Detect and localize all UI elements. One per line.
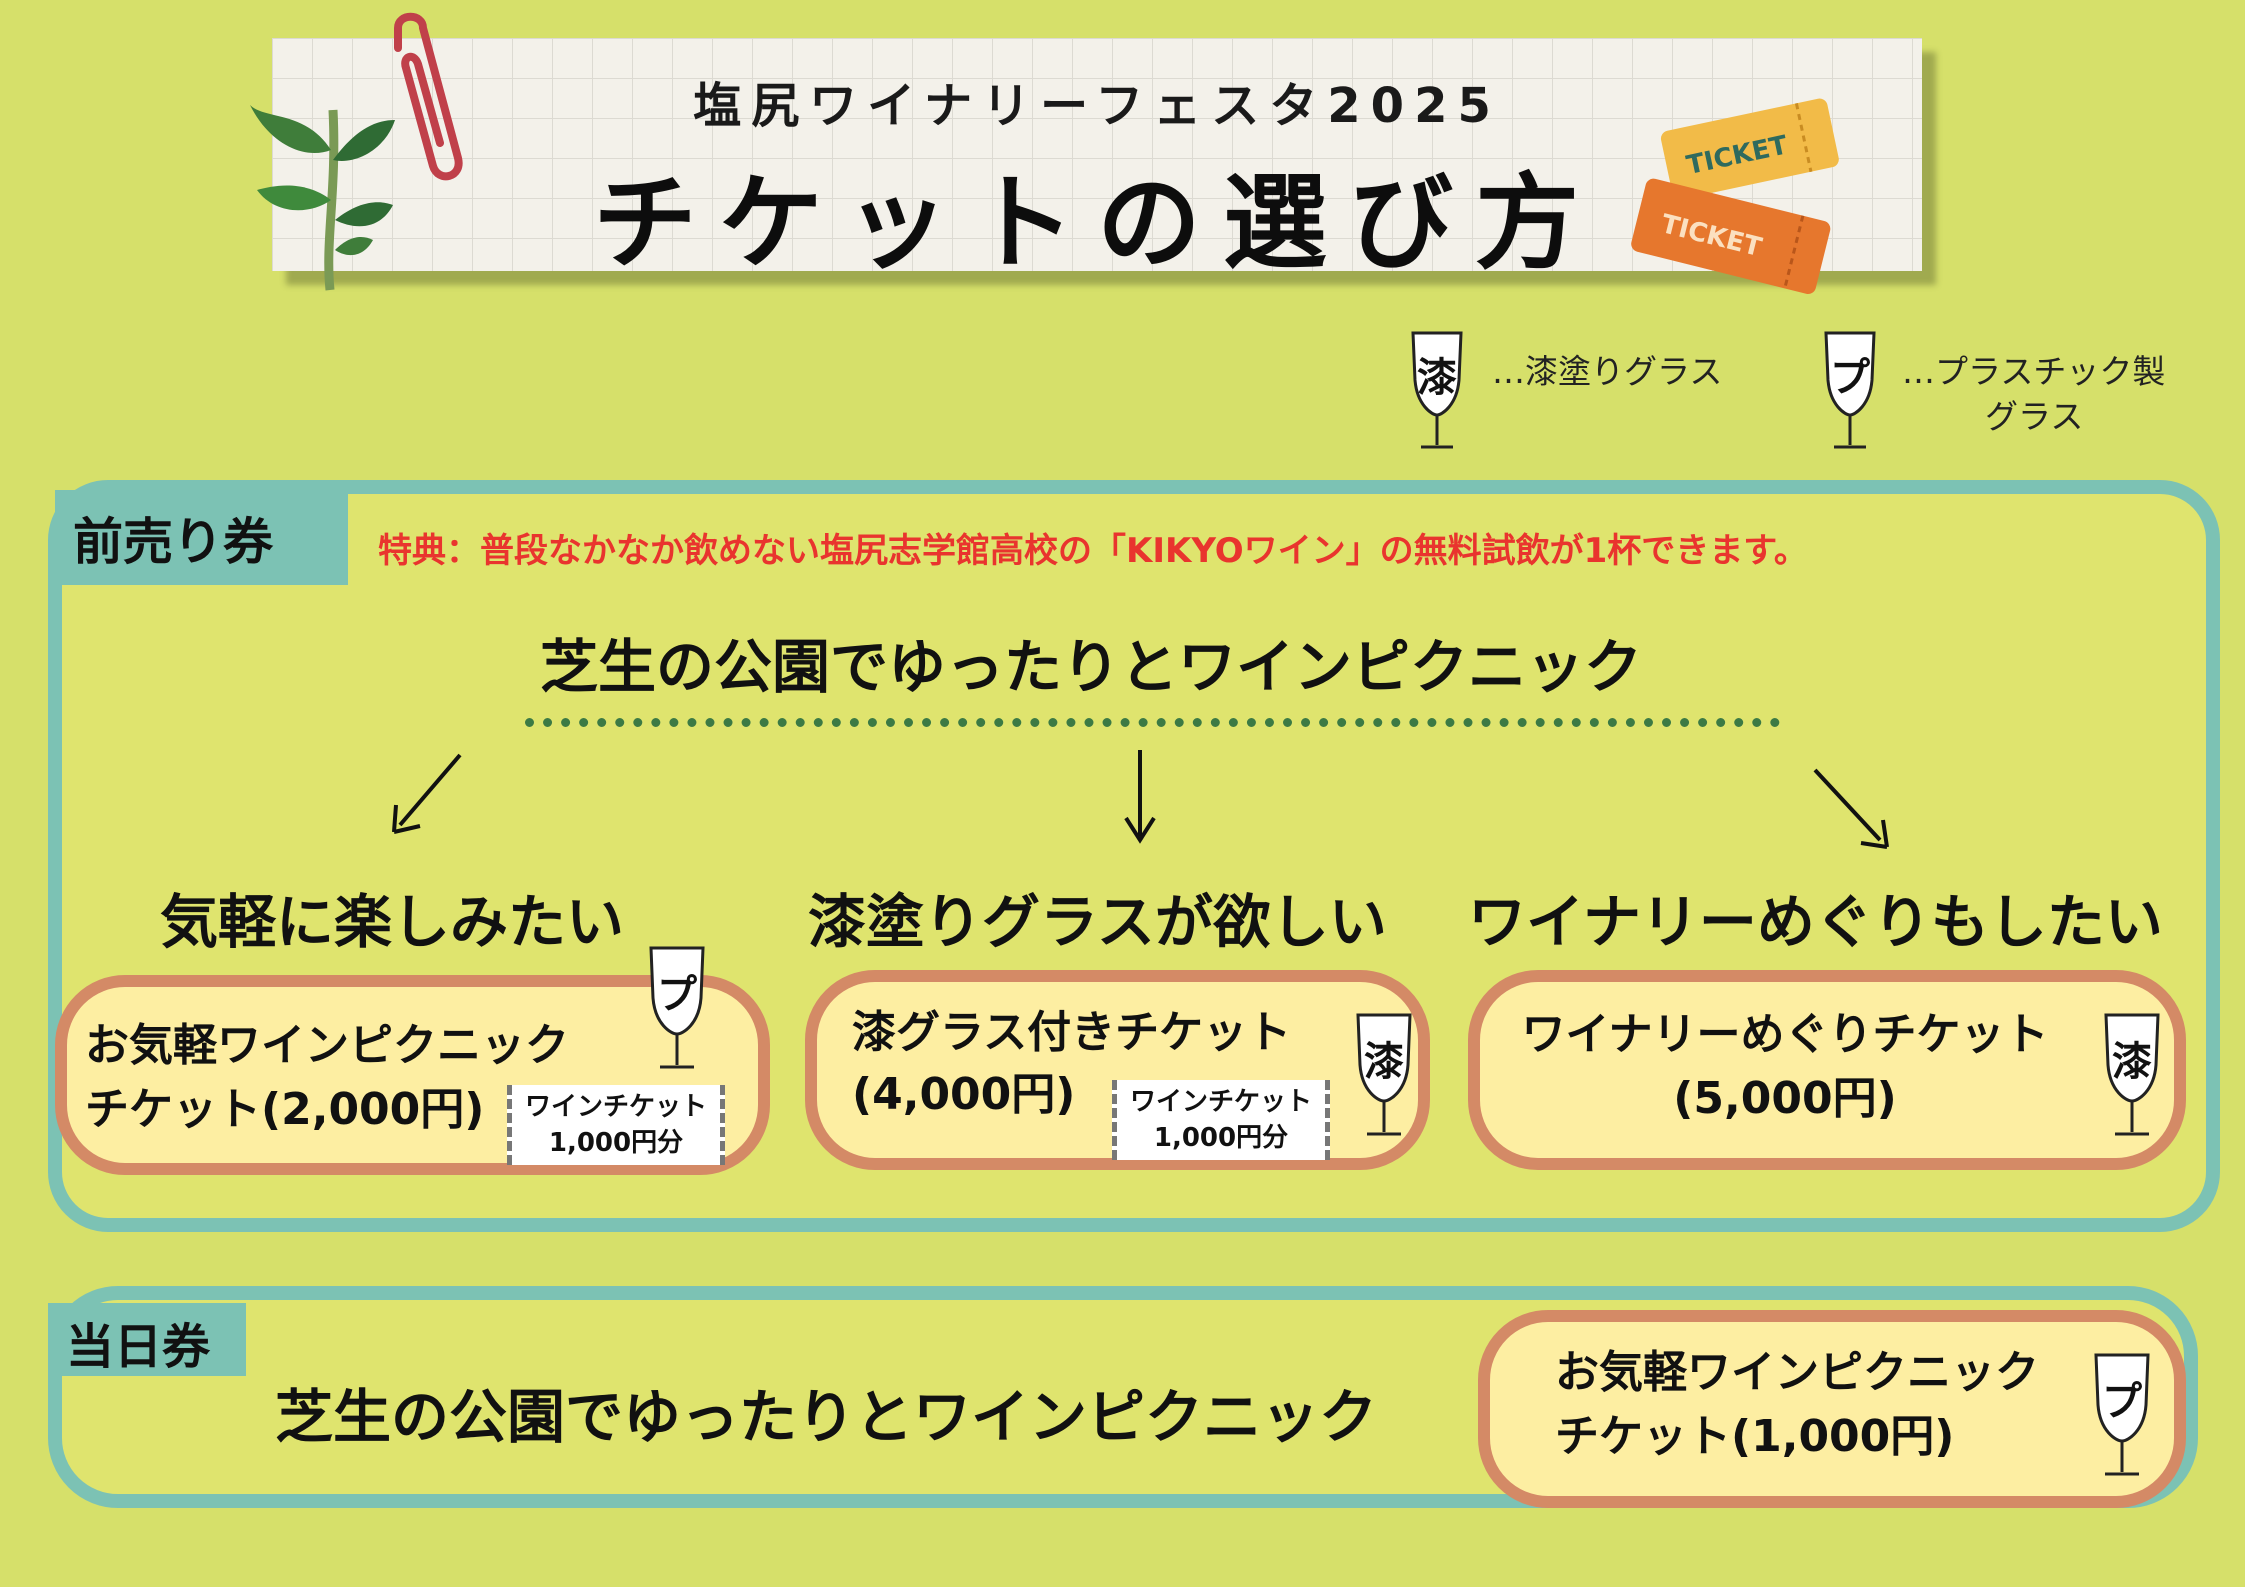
stub-line2: 1,000円分 (548, 1128, 684, 1158)
ticket-sameday-line2: チケット(1,000円) (1555, 1411, 1955, 1462)
plastic-glass-icon: プ (645, 940, 709, 1075)
wine-ticket-stub: ワインチケット 1,000円分 (507, 1085, 725, 1165)
ticket-winery-tour[interactable]: ワイナリーめぐりチケット (5,000円) 漆 (1468, 970, 2186, 1170)
paperclip-icon (394, 12, 463, 181)
glass-char: プ (2102, 1379, 2142, 1425)
legend-lacquer-text: …漆塗りグラス (1492, 352, 1723, 391)
ticket-decor-icon: TICKET TICKET (1631, 98, 1839, 295)
option-heading-winery: ワイナリーめぐりもしたい (1468, 888, 2163, 956)
advance-headline: 芝生の公園でゆったりとワインピクニック (540, 633, 1643, 701)
wine-ticket-stub: ワインチケット 1,000円分 (1112, 1080, 1330, 1160)
option-heading-casual: 気軽に楽しみたい (160, 888, 625, 956)
stub-line1: ワインチケット (524, 1092, 707, 1122)
arrow-down-left-icon (392, 753, 462, 834)
ticket-lacquer-line1: 漆グラス付きチケット (852, 1007, 1292, 1058)
ticket-casual[interactable]: お気軽ワインピクニック チケット(2,000円) ワインチケット 1,000円分 (55, 975, 770, 1175)
ticket-casual-line1: お気軽ワインピクニック (85, 1020, 569, 1071)
event-name: 塩尻ワイナリーフェスタ2025 (693, 78, 1501, 134)
page-title: チケットの選び方 (592, 162, 1601, 284)
ticket-lacquer-glass[interactable]: 漆グラス付きチケット (4,000円) ワインチケット 1,000円分 漆 (805, 970, 1430, 1170)
lacquer-glass-icon: 漆 (1352, 1007, 1416, 1142)
dotted-divider (525, 718, 1780, 727)
glass-char: 漆 (1364, 1039, 1404, 1085)
glass-char: 漆 (2112, 1039, 2152, 1085)
lacquer-glass-icon: 漆 (1407, 325, 1467, 455)
header-banner: 塩尻ワイナリーフェスタ2025 チケットの選び方 (272, 38, 1922, 284)
plastic-glass-char: プ (1830, 355, 1870, 401)
ticket-lacquer-line2: (4,000円) (852, 1069, 1076, 1120)
sameday-ticket-tag: 当日券 (48, 1303, 246, 1376)
ticket-winery-line2: (5,000円) (1673, 1073, 1897, 1124)
stub-line2: 1,000円分 (1153, 1123, 1289, 1153)
ticket-winery-line1: ワイナリーめぐりチケット (1521, 1009, 2049, 1060)
benefit-text: 特典：普段なかなか飲めない塩尻志学館高校の「KIKYOワイン」の無料試飲が1杯で… (378, 531, 1808, 571)
stub-line1: ワインチケット (1129, 1087, 1312, 1117)
plastic-glass-icon: プ (2090, 1347, 2154, 1482)
plant-icon (250, 105, 395, 291)
lacquer-glass-char: 漆 (1417, 355, 1457, 401)
plastic-glass-icon: プ (1820, 325, 1880, 455)
arrow-down-icon (1124, 750, 1156, 844)
lacquer-glass-icon: 漆 (2100, 1007, 2164, 1142)
option-heading-lacquer: 漆塗りグラスが欲しい (808, 888, 1387, 956)
sameday-headline: 芝生の公園でゆったりとワインピクニック (275, 1383, 1378, 1451)
ticket-sameday-casual[interactable]: お気軽ワインピクニック チケット(1,000円) プ (1478, 1310, 2186, 1508)
legend-plastic-text-2: グラス (1985, 397, 2084, 436)
advance-ticket-tag: 前売り券 (55, 490, 348, 585)
legend-plastic-text-1: …プラスチック製 (1902, 352, 2166, 391)
ticket-casual-line2: チケット(2,000円) (85, 1084, 485, 1135)
ticket-sameday-line1: お気軽ワインピクニック (1555, 1347, 2039, 1398)
arrow-down-right-icon (1813, 768, 1889, 849)
glass-char: プ (657, 972, 697, 1018)
